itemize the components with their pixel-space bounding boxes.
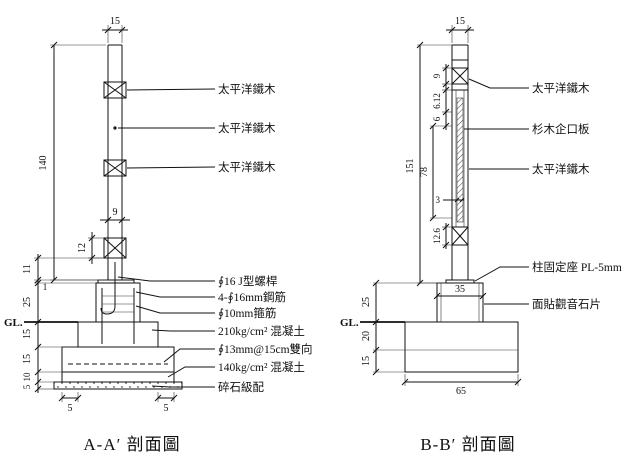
leader-line [151, 329, 215, 332]
dim-gap: 11 [22, 264, 33, 274]
dim-edge-offset-right: 5 [164, 403, 169, 414]
section-b-dimensions: 15 151 78 9 6.12 6 3 12.6 35 25 20 15 65… [340, 16, 522, 397]
leader-line [135, 305, 215, 314]
leader-line [151, 385, 215, 388]
dim-pedestal-width: 35 [455, 284, 465, 295]
callout-gravel: 碎石級配 [218, 380, 264, 394]
dimension-ticks [34, 26, 178, 402]
callout-pacific-ironwood-2: 太平洋鐵木 [218, 121, 276, 135]
callout-pacific-ironwood-3: 太平洋鐵木 [218, 160, 276, 174]
gravel-course [53, 381, 183, 390]
leader-line [126, 166, 216, 169]
dim-upper-gap: 6 [432, 116, 442, 121]
section-a-dimensions: 15 140 9 12 11 1 25 15 15 10 5 5 5 GL. [4, 16, 178, 414]
ground-level-label: GL. [4, 317, 23, 329]
section-b-title: B-B′ 剖面圖 [420, 435, 515, 454]
dim-lower-rail: 12.6 [432, 228, 442, 244]
dim-top-width: 15 [110, 16, 120, 27]
dimension-ticks [372, 26, 522, 386]
dim-footing-upper: 15 [22, 329, 33, 339]
wood-block-icon [103, 81, 127, 99]
leader-line [135, 291, 215, 298]
dim-plate-thickness: 1 [43, 282, 48, 292]
bolt-dot-icon [113, 126, 117, 130]
dim-post-height: 140 [38, 156, 49, 171]
dim-footing-width: 65 [456, 386, 466, 397]
section-b: 15 151 78 9 6.12 6 3 12.6 35 25 20 15 65… [340, 16, 622, 454]
ground-level-label: GL. [340, 317, 359, 329]
dim-post-width: 9 [113, 207, 118, 218]
leader-line [468, 78, 529, 89]
callout-pacific-ironwood-1: 太平洋鐵木 [532, 81, 590, 95]
dim-upper-rail: 6.12 [432, 93, 442, 109]
dim-footing-lower: 15 [22, 354, 33, 364]
section-a-foundation [24, 262, 183, 390]
callout-mesh-rebar: ∮13mm@15cm雙向 [218, 342, 313, 356]
dim-board-thickness: 3 [436, 195, 441, 205]
dim-cap-block: 9 [432, 73, 442, 78]
leader-line [167, 366, 215, 378]
pedestal [95, 282, 141, 323]
tongue-groove-board [456, 97, 464, 223]
leader-line [163, 348, 215, 363]
section-b-foundation [360, 279, 519, 373]
dim-gravel-layer: 5 [22, 384, 32, 389]
callout-concrete-140: 140kg/cm² 混凝土 [218, 360, 305, 374]
lean-concrete [61, 371, 175, 383]
dim-top-width: 15 [455, 16, 465, 27]
callout-concrete-210: 210kg/cm² 混凝土 [218, 324, 305, 338]
dim-board-height: 78 [419, 167, 430, 177]
dim-lean-layer: 10 [22, 372, 32, 382]
callout-stirrup: ∮10mm箍筋 [218, 306, 276, 320]
wood-block-icon [451, 226, 469, 246]
dim-footing-lower: 15 [361, 356, 372, 366]
dim-pedestal-height: 25 [22, 297, 33, 307]
footing [404, 321, 519, 373]
callout-pacific-ironwood-1: 太平洋鐵木 [218, 82, 276, 96]
rebar [101, 288, 135, 344]
section-a-post [103, 44, 127, 280]
dim-block-height: 12 [77, 243, 88, 253]
wood-block-icon [451, 67, 469, 85]
callout-cedar-board: 杉木企口板 [532, 122, 590, 136]
callout-j-bolt: ∮16 J型螺桿 [218, 274, 278, 288]
leader-line [126, 88, 216, 91]
section-b-post [451, 44, 469, 280]
section-a-callouts: 太平洋鐵木 太平洋鐵木 太平洋鐵木 ∮16 J型螺桿 4-∮16mm鋼筋 ∮10… [117, 82, 313, 394]
wood-block-icon [103, 237, 127, 259]
leader-line [117, 276, 215, 282]
footing-lower [61, 346, 175, 373]
footing-upper [77, 321, 159, 348]
section-a-title: A-A′ 剖面圖 [83, 435, 180, 454]
callout-rebar: 4-∮16mm鋼筋 [218, 290, 286, 304]
dim-footing-upper: 20 [361, 331, 372, 341]
dim-edge-offset-left: 5 [68, 403, 73, 414]
section-b-callouts: 太平洋鐵木 杉木企口板 太平洋鐵木 柱固定座 PL-5mm 面貼觀音石片 [464, 78, 622, 311]
callout-stone-veneer: 面貼觀音石片 [532, 297, 601, 311]
callout-pacific-ironwood-2: 太平洋鐵木 [532, 162, 590, 176]
dim-total-height: 151 [405, 159, 416, 174]
leader-line [474, 266, 529, 282]
callout-fixing-plate: 柱固定座 PL-5mm [532, 260, 622, 274]
dim-pedestal-height: 25 [361, 297, 372, 307]
section-a: 15 140 9 12 11 1 25 15 15 10 5 5 5 GL. [4, 16, 313, 454]
wood-block-icon [103, 159, 127, 177]
